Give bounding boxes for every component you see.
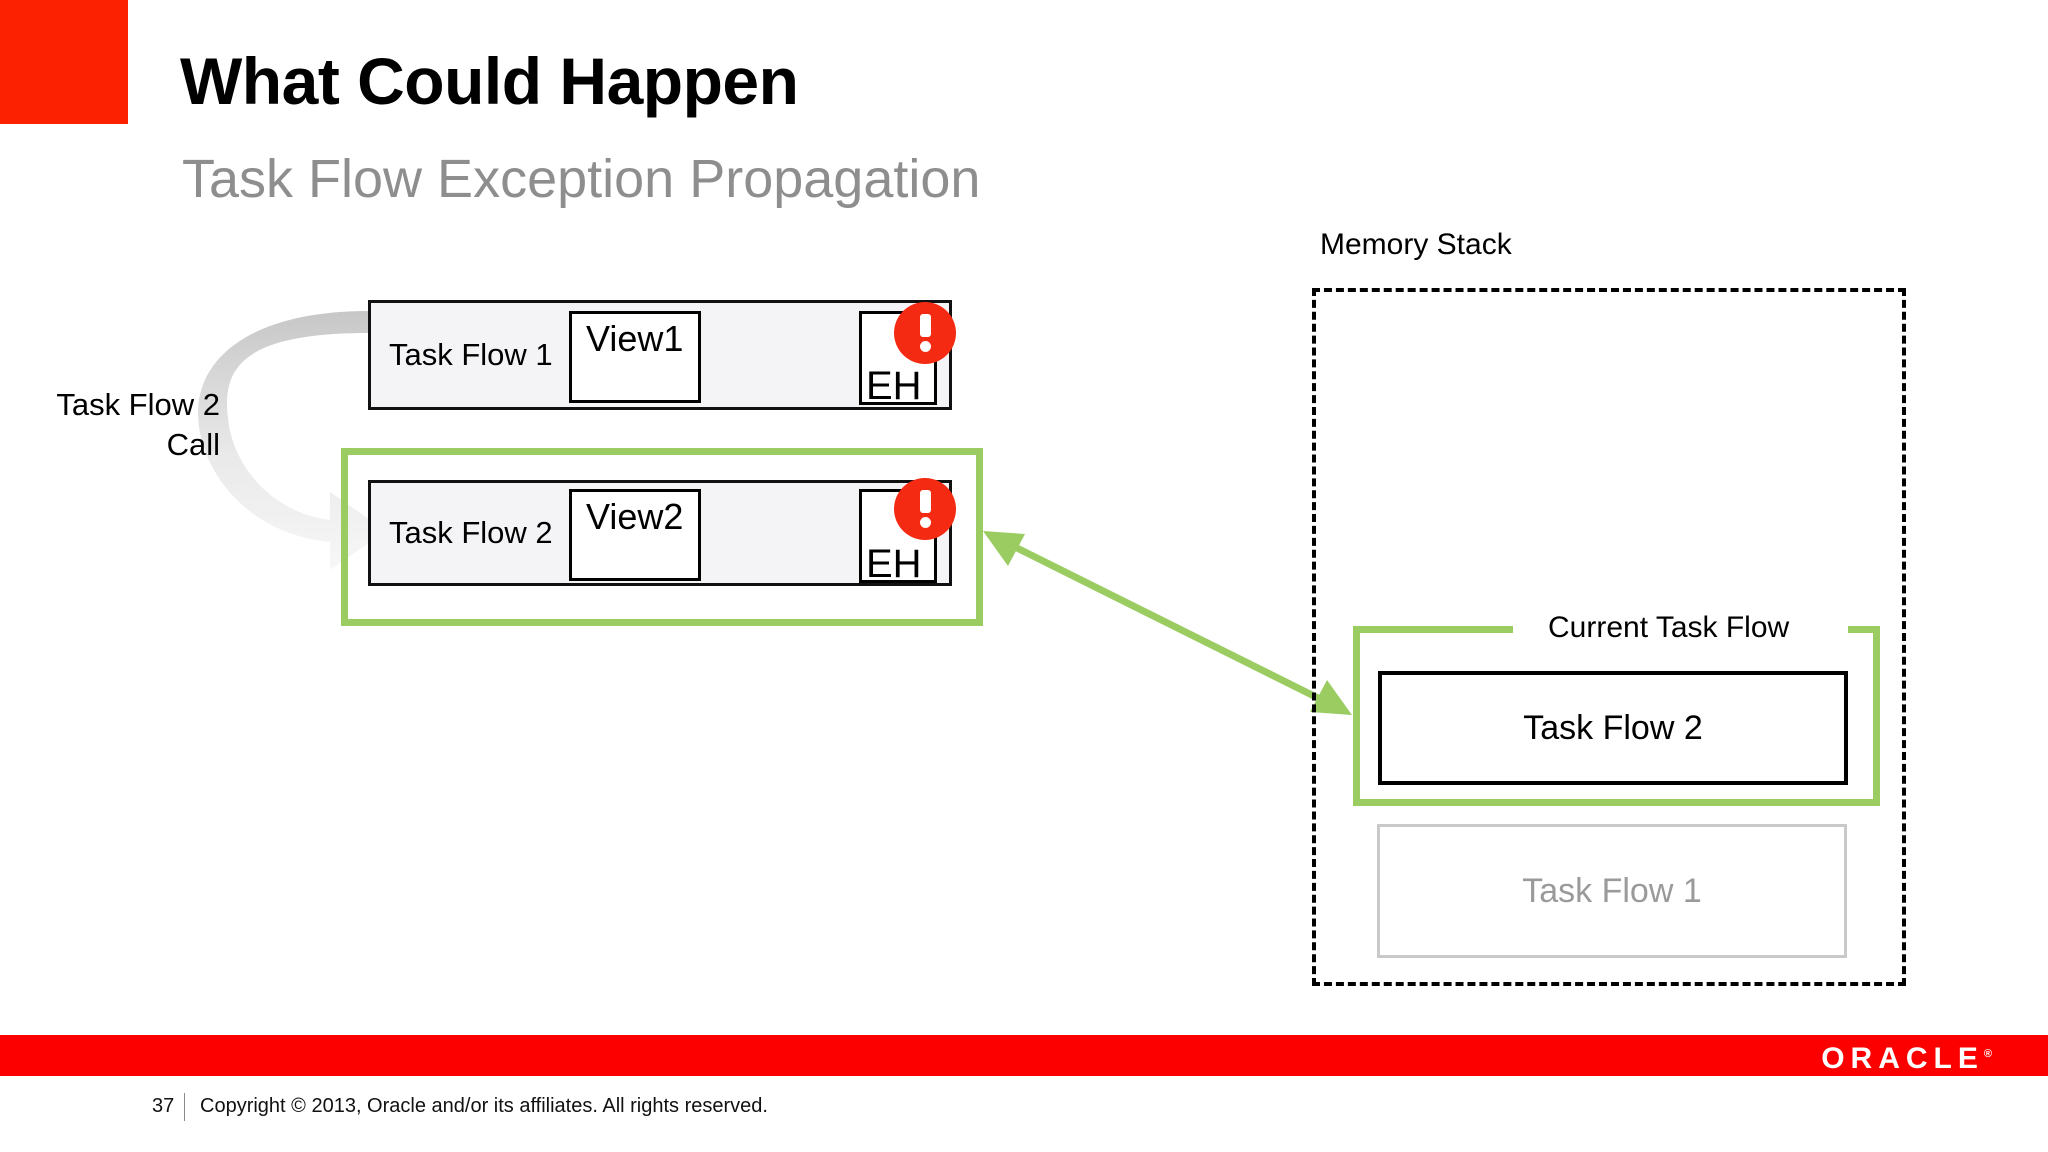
page-number: 37	[152, 1095, 175, 1117]
oracle-logo: ORACLE®	[1821, 1042, 1992, 1076]
task-flow-call-label: Task Flow 2 Call	[56, 387, 220, 463]
brand-accent-square	[0, 0, 128, 124]
current-task-flow-bracket-top-left	[1353, 626, 1513, 633]
exclamation-icon	[919, 490, 931, 528]
exclamation-icon	[919, 314, 931, 352]
view1-label: View1	[586, 318, 684, 359]
task-flow-1-label: Task Flow 1	[389, 337, 553, 372]
current-task-flow-bracket-right	[1873, 626, 1880, 806]
memory-stack-title: Memory Stack	[1320, 228, 1512, 261]
view2-label: View2	[586, 496, 684, 537]
current-task-flow-bracket-bottom	[1353, 799, 1880, 806]
exception-handler-1-label: EH	[866, 364, 922, 408]
oracle-wordmark: ORACLE	[1821, 1042, 1984, 1075]
footer-bar	[0, 1035, 2048, 1076]
copyright-text: Copyright © 2013, Oracle and/or its affi…	[200, 1095, 768, 1117]
exception-propagation-arrow	[983, 531, 1352, 715]
page-title: What Could Happen	[180, 44, 799, 118]
footer-divider	[184, 1093, 185, 1121]
task-flow-2-highlight-frame	[341, 448, 983, 626]
registered-trademark-icon: ®	[1983, 1048, 1992, 1060]
exception-icon-1	[894, 302, 956, 364]
current-task-flow-bracket-left	[1353, 626, 1360, 806]
stack-item-label: Task Flow 1	[1522, 871, 1702, 910]
task-flow-1-row[interactable]: Task Flow 1 View1 EH	[368, 300, 952, 410]
stack-item-task-flow-1[interactable]: Task Flow 1	[1377, 824, 1847, 958]
memory-stack-container	[1312, 288, 1906, 986]
page-subtitle: Task Flow Exception Propagation	[182, 149, 981, 209]
task-flow-2-row[interactable]: Task Flow 2 View2 EH	[368, 480, 952, 586]
current-task-flow-label: Current Task Flow	[1548, 611, 1790, 644]
view2-box[interactable]: View2	[569, 489, 701, 581]
exception-icon-2	[894, 478, 956, 540]
stack-item-task-flow-2[interactable]: Task Flow 2	[1378, 671, 1848, 785]
task-flow-2-label: Task Flow 2	[389, 515, 553, 550]
view1-box[interactable]: View1	[569, 311, 701, 403]
current-task-flow-bracket-top-right	[1848, 626, 1880, 633]
exception-handler-2-label: EH	[866, 542, 922, 586]
stack-item-label: Task Flow 2	[1523, 708, 1703, 747]
